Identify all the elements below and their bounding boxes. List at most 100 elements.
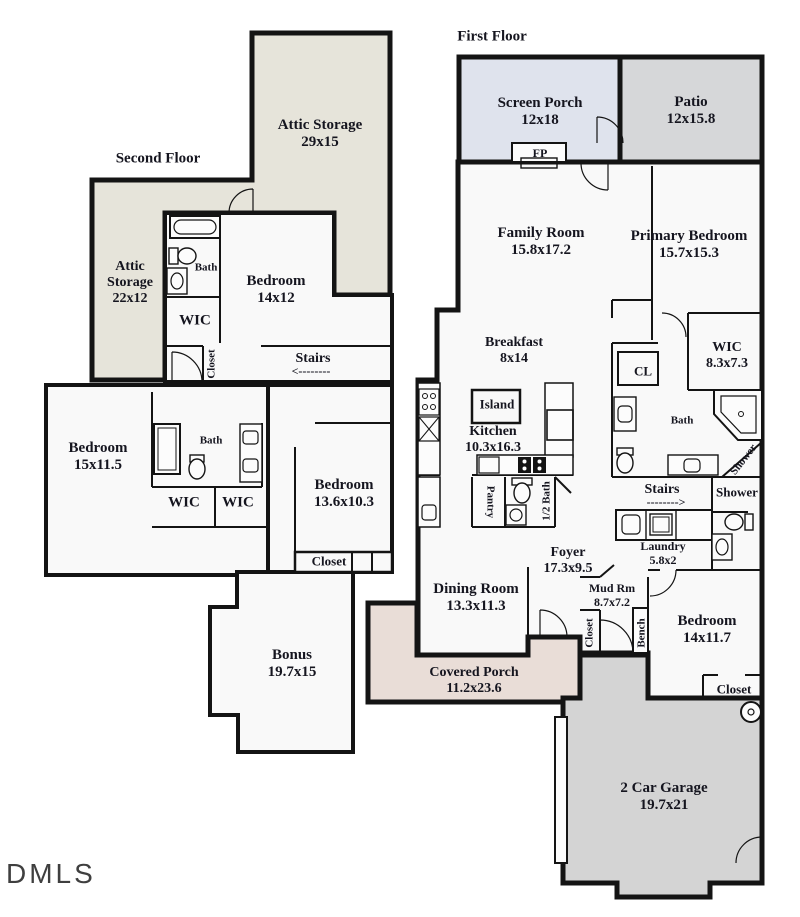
garage-area (560, 652, 765, 900)
kitchen-island (470, 388, 522, 425)
kitchen-counter (417, 382, 441, 476)
label-half-bath-vertical: 1/2 Bath (541, 481, 554, 520)
label-line: 12x18 (521, 112, 559, 128)
label-line: 15x11.5 (74, 457, 122, 473)
label-line: 19.7x21 (639, 797, 689, 813)
door-arc (649, 569, 677, 597)
label-closet-2f-vertical: Closet (206, 349, 219, 378)
second-floor-interior-walls (151, 213, 392, 572)
label-line: Closet (205, 349, 218, 379)
label-line: <-------- (291, 364, 331, 378)
label-line: Laundry (640, 539, 686, 553)
bonus-room-outline (208, 570, 355, 754)
label-bath-1f: Bath (671, 415, 694, 428)
toilet-icon (188, 454, 206, 480)
label-line: Shower (716, 484, 758, 500)
label-pantry-vertical: Pantry (484, 486, 497, 518)
label-line: 29x15 (301, 134, 339, 150)
label-line: 2 Car Garage (620, 780, 708, 796)
label-line: Island (479, 396, 515, 412)
toilet-icon (724, 513, 754, 531)
label-line: 8x14 (499, 351, 528, 366)
label-stairs-2f-arrow: <-------- (292, 364, 331, 378)
sink-icon (667, 454, 719, 476)
label-bench-vertical: Bench (636, 618, 649, 647)
label-line: 13.3x11.3 (446, 598, 506, 614)
door-arc (599, 619, 634, 654)
door-arc (735, 836, 763, 864)
label-line: WIC (179, 312, 211, 329)
label-line: Foyer (550, 545, 586, 560)
label-line: Screen Porch (497, 95, 583, 111)
label-line: 8.7x7.2 (594, 595, 630, 609)
label-line: 19.7x15 (267, 664, 317, 680)
label-second-floor-title: Second Floor (116, 151, 201, 168)
washer-dryer-icons (615, 509, 713, 541)
fireplace-icon (511, 142, 567, 169)
label-line: Stairs (295, 351, 331, 366)
label-line: 22x12 (112, 291, 148, 306)
label-line: Dining Room (433, 581, 519, 597)
label-wic-2f: WIC (179, 313, 211, 330)
corner-tub-icon (713, 389, 763, 441)
label-line: Second Floor (115, 150, 201, 167)
label-stairs-1f-arrow: --------> (647, 495, 686, 509)
toilet-icon (511, 477, 533, 504)
label-stairs-2f: Stairs (296, 351, 331, 367)
sink-icon (166, 267, 188, 295)
door-arc (596, 116, 624, 144)
door-arc (580, 162, 609, 191)
label-fireplace: FP (533, 146, 548, 160)
toilet-icon (616, 447, 634, 474)
label-line: 15.8x17.2 (510, 242, 571, 258)
label-closet-1f-bedroom: Closet (717, 682, 752, 697)
label-line: Bath (670, 414, 694, 427)
label-line: Attic Storage (277, 117, 363, 133)
patio-area (617, 54, 765, 165)
door-arc (171, 351, 203, 383)
sink-icon (478, 456, 500, 474)
kitchen-counter (417, 476, 441, 528)
label-line: WIC (168, 494, 200, 511)
label-line: 8.3x7.3 (706, 356, 748, 371)
label-line: Primary Bedroom (630, 228, 748, 244)
label-line: 15.7x15.3 (659, 245, 719, 261)
label-line: Bedroom (314, 477, 374, 493)
label-shower-room: Shower (716, 485, 758, 500)
label-line: Shower (727, 442, 760, 478)
closet-2f-box (293, 550, 394, 574)
label-line: 14x11.7 (683, 630, 731, 646)
label-line: Bedroom (246, 273, 306, 289)
label-wic-2f-left: WIC (168, 495, 200, 512)
cooktop-icon (418, 388, 440, 416)
sink-icon (613, 396, 637, 432)
label-bath-2f-lower: Bath (200, 435, 223, 448)
label-line: Patio (674, 94, 708, 110)
label-stairs-1f: Stairs (645, 482, 680, 498)
label-line: 11.2x23.6 (446, 681, 502, 696)
label-line: Covered Porch (429, 665, 519, 680)
door-arc (539, 609, 568, 638)
label-first-floor-title: First Floor (457, 29, 527, 46)
door-arc (661, 312, 687, 338)
label-line: Mud Rm (588, 581, 636, 595)
label-line: FP (532, 146, 548, 160)
bedroom-15-block (44, 383, 270, 577)
label-line: CL (633, 363, 653, 379)
label-line: Closet (716, 681, 752, 697)
